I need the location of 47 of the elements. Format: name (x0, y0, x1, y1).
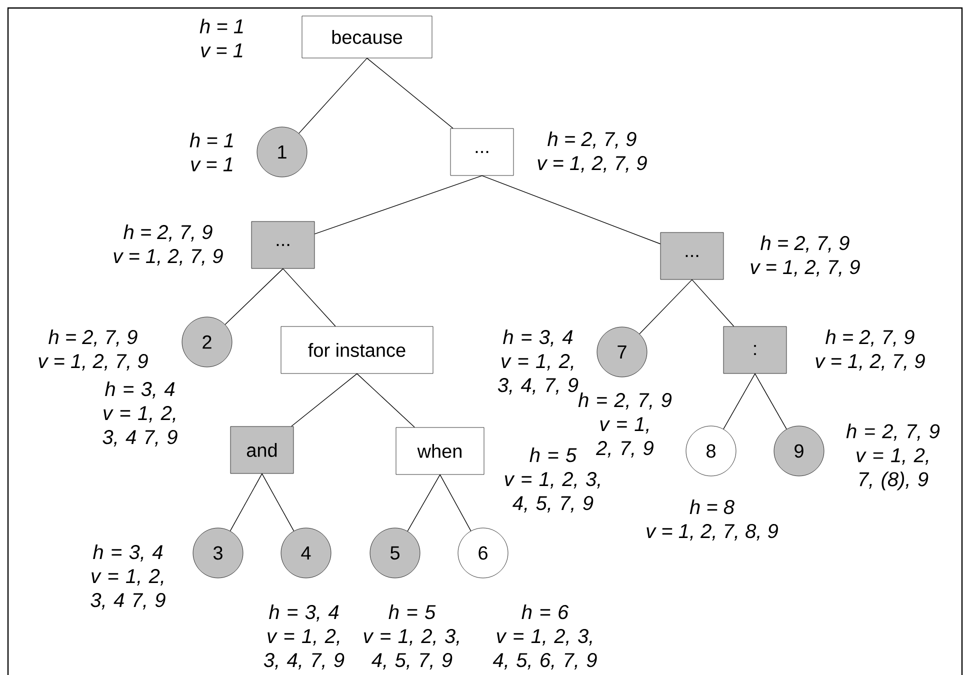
set-annotation: h = 1 v = 1 (190, 132, 233, 172)
circle-node: 4 (280, 528, 332, 578)
tree-edge (224, 268, 284, 325)
set-annotation: h = 2, 7, 9 v = 1, 2, 7, 9 (538, 131, 647, 173)
set-annotation: h = 2, 7, 9 v = 1, 2, 7, 9 (114, 224, 223, 266)
tree-edge (366, 58, 454, 129)
box-node: ... (450, 128, 514, 176)
set-annotation: h = 2, 7, 9 v = 1, 2, 7, (8), 9 (846, 424, 940, 490)
tree-edge (262, 473, 294, 532)
tree-edge (692, 279, 734, 327)
tree-edge (230, 473, 262, 532)
set-annotation: h = 8 v = 1, 2, 7, 8, 9 (646, 499, 778, 540)
box-node: when (396, 427, 484, 475)
set-annotation: h = 3, 4 v = 1, 2, 3, 4, 7, 9 (264, 604, 344, 670)
tree-edge (282, 268, 336, 327)
circle-node: 7 (596, 326, 648, 378)
set-annotation: h = 6 v = 1, 2, 3, 4, 5, 6, 7, 9 (492, 604, 597, 670)
circle-node: 6 (458, 528, 508, 578)
set-annotation: h = 3, 4 v = 1, 2, 3, 4 7, 9 (102, 381, 178, 446)
box-node: ... (251, 221, 315, 269)
tree-edge (407, 474, 440, 532)
box-node: and (230, 426, 294, 474)
tree-edge (754, 373, 787, 430)
tree-edge (723, 373, 756, 430)
set-annotation: h = 3, 4 v = 1, 2, 3, 4 7, 9 (90, 544, 166, 610)
set-annotation: h = 2, 7, 9 v = 1, 2, 7, 9 (816, 329, 925, 370)
circle-node: 8 (686, 426, 736, 476)
circle-node: 2 (182, 316, 232, 368)
circle-node: 1 (256, 126, 308, 178)
box-node: for instance (280, 326, 434, 374)
box-node: ... (660, 232, 724, 280)
tree-edge (639, 279, 692, 334)
set-annotation: h = 3, 4 v = 1, 2, 3, 4, 7, 9 (498, 329, 578, 394)
circle-node: 5 (370, 528, 420, 578)
tree-edge (482, 175, 661, 244)
tree-edge (314, 175, 482, 234)
tree-edge (291, 373, 358, 427)
set-annotation: h = 2, 7, 9 v = 1, 2, 7, 9 (750, 235, 860, 277)
box-node: : (723, 326, 787, 374)
tree-edge (440, 474, 472, 532)
tree-edge (356, 373, 415, 428)
box-node: because (302, 16, 432, 58)
tree-edge (298, 58, 368, 134)
set-annotation: h = 1 v = 1 (200, 18, 243, 58)
set-annotation: h = 5 v = 1, 2, 3, 4, 5, 7, 9 (364, 604, 459, 670)
circle-node: 3 (192, 528, 244, 578)
circle-node: 9 (774, 426, 824, 476)
